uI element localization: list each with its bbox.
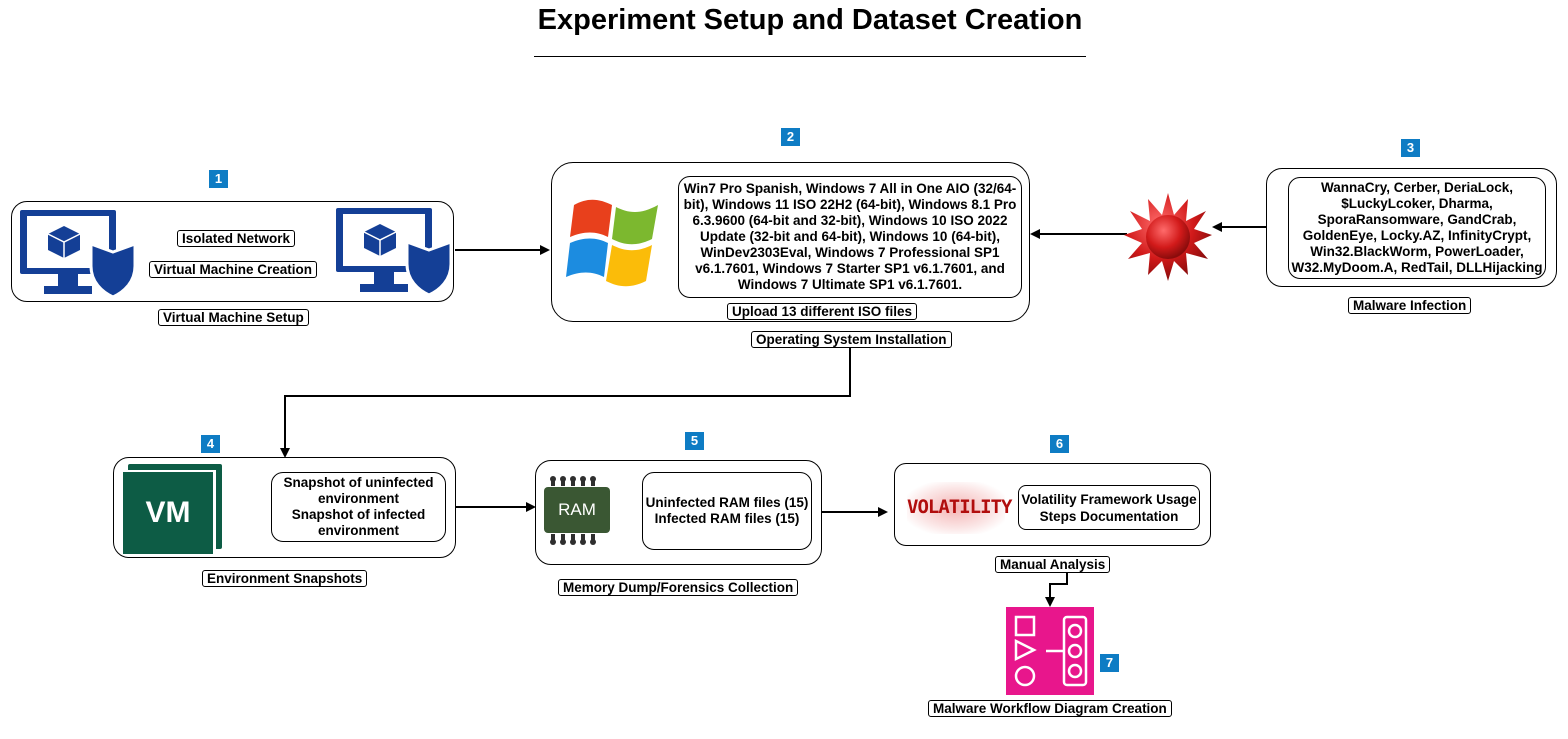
- vm-creation-label: Virtual Machine Creation: [149, 261, 318, 278]
- virus-icon: [1124, 193, 1212, 281]
- infected-ram-files: Infected RAM files (15): [654, 511, 800, 526]
- vm-icon: VM: [123, 472, 213, 554]
- malware-panel: WannaCry, Cerber, DeriaLock, $LuckyLcoke…: [1266, 168, 1557, 287]
- vm-setup-panel: Isolated Network Virtual Machine Creatio…: [11, 201, 454, 302]
- snapshot-infected-text: Snapshot of infected environment: [291, 507, 426, 538]
- workflow-diagram-icon: [1006, 607, 1094, 695]
- snapshots-panel: VM Snapshot of uninfected environment Sn…: [113, 457, 456, 558]
- vm-setup-label: Virtual Machine Setup: [158, 309, 309, 326]
- monitor-shield-icon: [336, 208, 452, 296]
- memory-dump-label: Memory Dump/Forensics Collection: [558, 579, 799, 596]
- step-7-badge: 7: [1100, 654, 1119, 672]
- os-list-box: Win7 Pro Spanish, Windows 7 All in One A…: [678, 176, 1022, 298]
- isolated-network-label: Isolated Network: [177, 230, 296, 247]
- manual-analysis-panel: VOLATILITY Volatility Framework Usage St…: [894, 463, 1211, 546]
- step-3-badge: 3: [1401, 139, 1420, 157]
- uninfected-ram-files: Uninfected RAM files (15): [645, 495, 809, 510]
- snapshot-uninfected-text: Snapshot of uninfected environment: [283, 475, 434, 506]
- monitor-shield-icon: [20, 210, 136, 298]
- arrow-os-to-snapshots: [280, 347, 851, 458]
- os-installation-panel: Win7 Pro Spanish, Windows 7 All in One A…: [551, 162, 1030, 322]
- step-1-badge: 1: [209, 170, 228, 188]
- steps-documentation-text: Steps Documentation: [1039, 508, 1179, 524]
- arrow-analysis-to-workflow: [1045, 570, 1068, 607]
- volatility-doc-box: Volatility Framework Usage Steps Documen…: [1018, 485, 1200, 530]
- title-underline: [534, 56, 1086, 57]
- manual-analysis-label: Manual Analysis: [995, 556, 1111, 573]
- malware-infection-label: Malware Infection: [1348, 297, 1472, 314]
- ram-chip-icon: [544, 476, 610, 545]
- step-2-badge: 2: [781, 128, 800, 146]
- ram-files-box: Uninfected RAM files (15) Infected RAM f…: [642, 472, 812, 550]
- page-title: Experiment Setup and Dataset Creation: [537, 4, 1083, 36]
- volatility-usage-text: Volatility Framework Usage: [1021, 491, 1197, 507]
- environment-snapshots-label: Environment Snapshots: [202, 570, 368, 587]
- upload-iso-label: Upload 13 different ISO files: [727, 303, 918, 320]
- windows-logo-icon: [566, 199, 658, 287]
- snapshot-box: Snapshot of uninfected environment Snaps…: [271, 472, 446, 542]
- workflow-diagram-label: Malware Workflow Diagram Creation: [928, 700, 1172, 717]
- memory-dump-panel: RAM Uninfected RAM files (15) Infected R…: [535, 460, 822, 565]
- step-4-badge: 4: [201, 435, 220, 453]
- step-5-badge: 5: [685, 432, 704, 450]
- step-6-badge: 6: [1050, 435, 1069, 453]
- malware-list-box: WannaCry, Cerber, DeriaLock, $LuckyLcoke…: [1288, 177, 1546, 279]
- volatility-logo-text: VOLATILITY: [907, 496, 1012, 518]
- volatility-logo-icon: VOLATILITY: [907, 482, 1012, 534]
- ram-chip-text: RAM: [558, 500, 596, 519]
- os-installation-label: Operating System Installation: [751, 331, 952, 348]
